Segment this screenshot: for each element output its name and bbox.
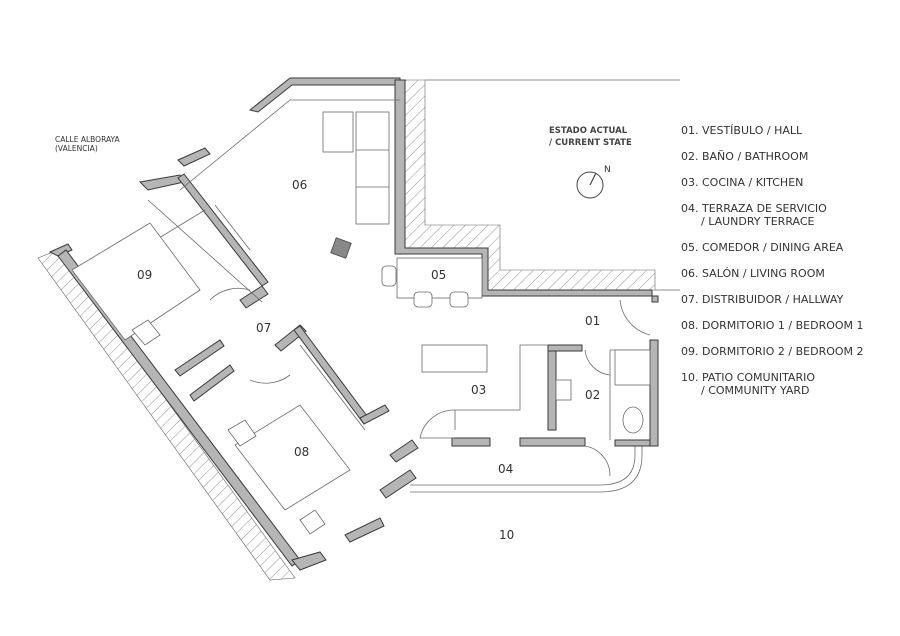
- toilet: [622, 406, 644, 434]
- kitchen-island: [421, 344, 488, 373]
- room-label-10: 10: [499, 528, 514, 542]
- counter-unit: [555, 379, 572, 401]
- bed-double: [71, 222, 201, 341]
- room-label-07: 07: [256, 321, 271, 335]
- room-label-02: 02: [585, 388, 600, 402]
- status-title: ESTADO ACTUAL: [549, 126, 628, 136]
- shower-tray: [614, 349, 651, 386]
- dining-chair: [381, 265, 397, 287]
- legend-item-label: 04. TERRAZA DE SERVICIO: [681, 202, 827, 215]
- room-label-08: 08: [294, 445, 309, 459]
- interior-lines: [89, 99, 650, 440]
- nightstand: [131, 319, 161, 346]
- legend-item: 07. DISTRIBUIDOR / HALLWAY: [681, 293, 896, 306]
- street-name: CALLE ALBORAYA: [55, 135, 121, 144]
- street-city: (VALENCIA): [55, 144, 98, 153]
- dining-chair: [413, 291, 433, 308]
- legend-item: 02. BAÑO / BATHROOM: [681, 150, 896, 163]
- legend-item: 09. DORMITORIO 2 / BEDROOM 2: [681, 345, 896, 358]
- legend-item: 10. PATIO COMUNITARIO/ COMMUNITY YARD: [681, 371, 896, 397]
- room-label-04: 04: [498, 462, 513, 476]
- room-labels: 01 02 03 04 05 06 07 08 09 10: [137, 178, 600, 542]
- legend-item-label: 05. COMEDOR / DINING AREA: [681, 241, 844, 254]
- compass-north-label: N: [604, 165, 611, 175]
- room-legend: 01. VESTÍBULO / HALL 02. BAÑO / BATHROOM…: [681, 124, 896, 410]
- legend-item: 06. SALÓN / LIVING ROOM: [681, 267, 896, 280]
- legend-item: 08. DORMITORIO 1 / BEDROOM 1: [681, 319, 896, 332]
- furniture: [71, 111, 651, 535]
- room-label-01: 01: [585, 314, 600, 328]
- interior-walls: [174, 173, 583, 431]
- legend-item-label: 07. DISTRIBUIDOR / HALLWAY: [681, 293, 844, 306]
- nightstand: [227, 419, 257, 447]
- room-label-05: 05: [431, 268, 446, 282]
- room-label-03: 03: [471, 383, 486, 397]
- room-label-06: 06: [292, 178, 307, 192]
- door-swings: [209, 287, 651, 477]
- nightstand: [299, 509, 326, 535]
- dining-chair: [449, 291, 469, 308]
- site-lines: [410, 79, 680, 493]
- legend-item-label: 02. BAÑO / BATHROOM: [681, 150, 809, 163]
- legend-item-label: 01. VESTÍBULO / HALL: [681, 124, 803, 137]
- armchair: [322, 111, 354, 153]
- legend-item-label: 03. COCINA / KITCHEN: [681, 176, 804, 189]
- sofa: [355, 111, 390, 225]
- legend-item-label-continued: / COMMUNITY YARD: [701, 384, 810, 397]
- legend-item-label: 08. DORMITORIO 1 / BEDROOM 1: [681, 319, 864, 332]
- north-compass: N: [576, 165, 611, 199]
- legend-item: 03. COCINA / KITCHEN: [681, 176, 896, 189]
- dining-table: [396, 257, 483, 299]
- legend-item-label: 10. PATIO COMUNITARIO: [681, 371, 815, 384]
- status-subtitle: / CURRENT STATE: [549, 138, 632, 148]
- legend-item: 04. TERRAZA DE SERVICIO/ LAUNDRY TERRACE: [681, 202, 896, 228]
- room-label-09: 09: [137, 268, 152, 282]
- legend-item-label: 09. DORMITORIO 2 / BEDROOM 2: [681, 345, 864, 358]
- side-table: [330, 237, 352, 259]
- legend-item-label: 06. SALÓN / LIVING ROOM: [681, 267, 825, 280]
- legend-item: 01. VESTÍBULO / HALL: [681, 124, 896, 137]
- bed-double: [234, 404, 351, 511]
- compass-icon: [576, 171, 604, 199]
- legend-item: 05. COMEDOR / DINING AREA: [681, 241, 896, 254]
- legend-item-label-continued: / LAUNDRY TERRACE: [701, 215, 815, 228]
